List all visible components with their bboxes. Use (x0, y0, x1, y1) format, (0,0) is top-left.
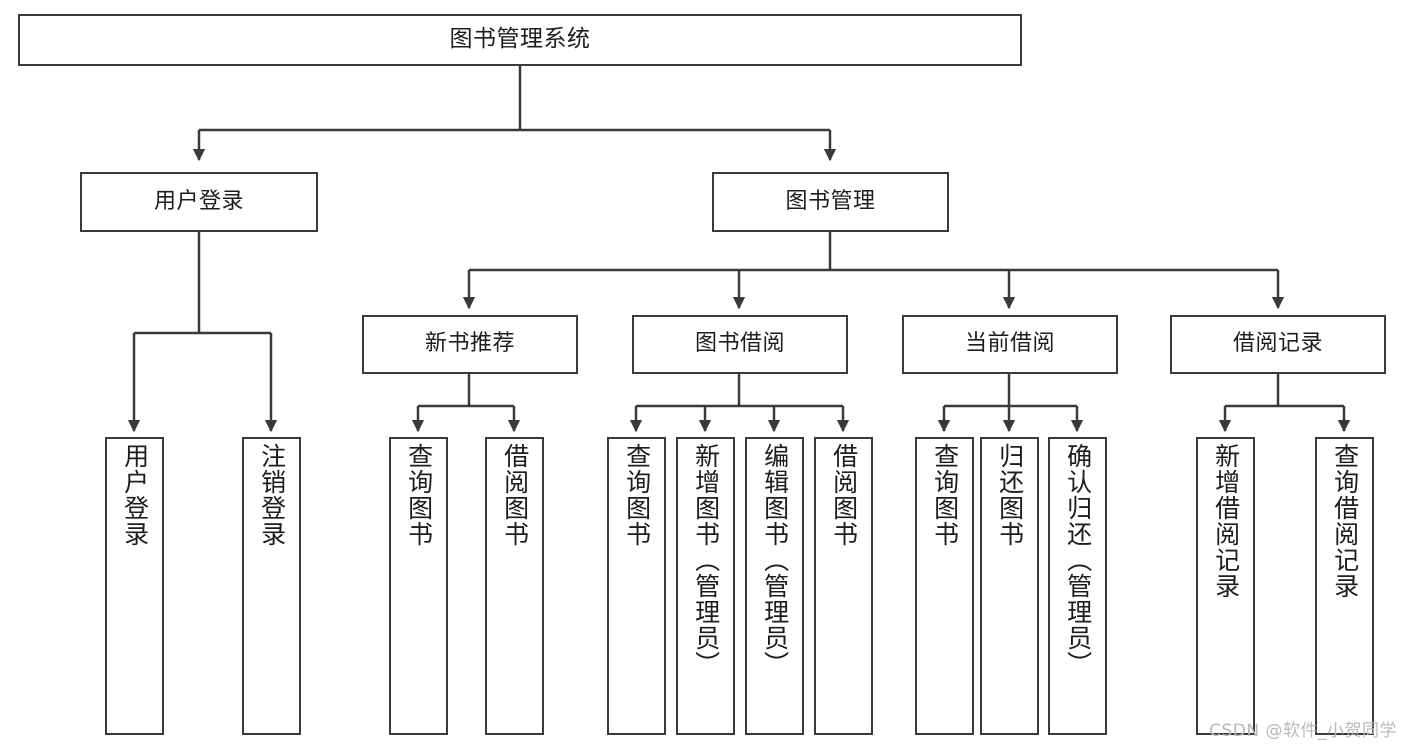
node-new-book-recommend[interactable]: 新书推荐 (362, 315, 578, 374)
leaf-new-book-query[interactable]: 查询图书 (389, 437, 448, 735)
node-label-current-borrow: 当前借阅 (964, 331, 1055, 357)
node-label: 新增借阅记录 (1211, 443, 1241, 599)
node-label: 查询借阅记录 (1330, 443, 1360, 599)
leaf-user-login-login[interactable]: 用户登录 (105, 437, 164, 735)
node-label: 借阅图书 (829, 443, 859, 547)
leaf-current-borrow-confirm-return[interactable]: 确认归还（管理员） (1048, 437, 1107, 735)
node-user-login[interactable]: 用户登录 (80, 172, 318, 232)
node-label: 借阅图书 (500, 443, 530, 547)
node-book-borrow[interactable]: 图书借阅 (632, 315, 848, 374)
leaf-borrow-record-query[interactable]: 查询借阅记录 (1315, 437, 1374, 735)
node-label: 查询图书 (930, 443, 960, 547)
node-label: 用户登录 (120, 443, 150, 547)
node-root-system[interactable]: 图书管理系统 (18, 14, 1022, 66)
node-label: 确认归还（管理员） (1063, 443, 1093, 677)
node-label: 编辑图书（管理员） (760, 443, 790, 677)
watermark-text: CSDN @软件_小贺同学 (1209, 721, 1397, 741)
node-label: 用户登录 (153, 188, 244, 214)
leaf-borrow-record-add[interactable]: 新增借阅记录 (1196, 437, 1255, 735)
leaf-book-borrow-query[interactable]: 查询图书 (607, 437, 666, 735)
node-label: 新书推荐 (424, 331, 515, 357)
node-label: 注销登录 (257, 443, 287, 547)
node-book-manage[interactable]: 图书管理 (712, 172, 949, 232)
node-label: 图书管理系统 (449, 26, 591, 53)
leaf-current-borrow-return[interactable]: 归还图书 (980, 437, 1039, 735)
node-label: 图书借阅 (694, 331, 785, 357)
node-label: 归还图书 (995, 443, 1025, 547)
node-label: 图书管理 (785, 188, 876, 214)
node-label: 查询图书 (404, 443, 434, 547)
leaf-book-borrow-edit[interactable]: 编辑图书（管理员） (745, 437, 804, 735)
node-label: 借阅记录 (1232, 331, 1323, 357)
node-current-borrow[interactable]: 当前借阅 (902, 315, 1118, 374)
leaf-user-login-logout[interactable]: 注销登录 (242, 437, 301, 735)
node-label: 新增图书（管理员） (691, 443, 721, 677)
leaf-new-book-borrow[interactable]: 借阅图书 (485, 437, 544, 735)
leaf-current-borrow-query[interactable]: 查询图书 (915, 437, 974, 735)
node-label: 查询图书 (622, 443, 652, 547)
leaf-book-borrow-add[interactable]: 新增图书（管理员） (676, 437, 735, 735)
leaf-book-borrow-borrow[interactable]: 借阅图书 (814, 437, 873, 735)
node-borrow-record[interactable]: 借阅记录 (1170, 315, 1386, 374)
